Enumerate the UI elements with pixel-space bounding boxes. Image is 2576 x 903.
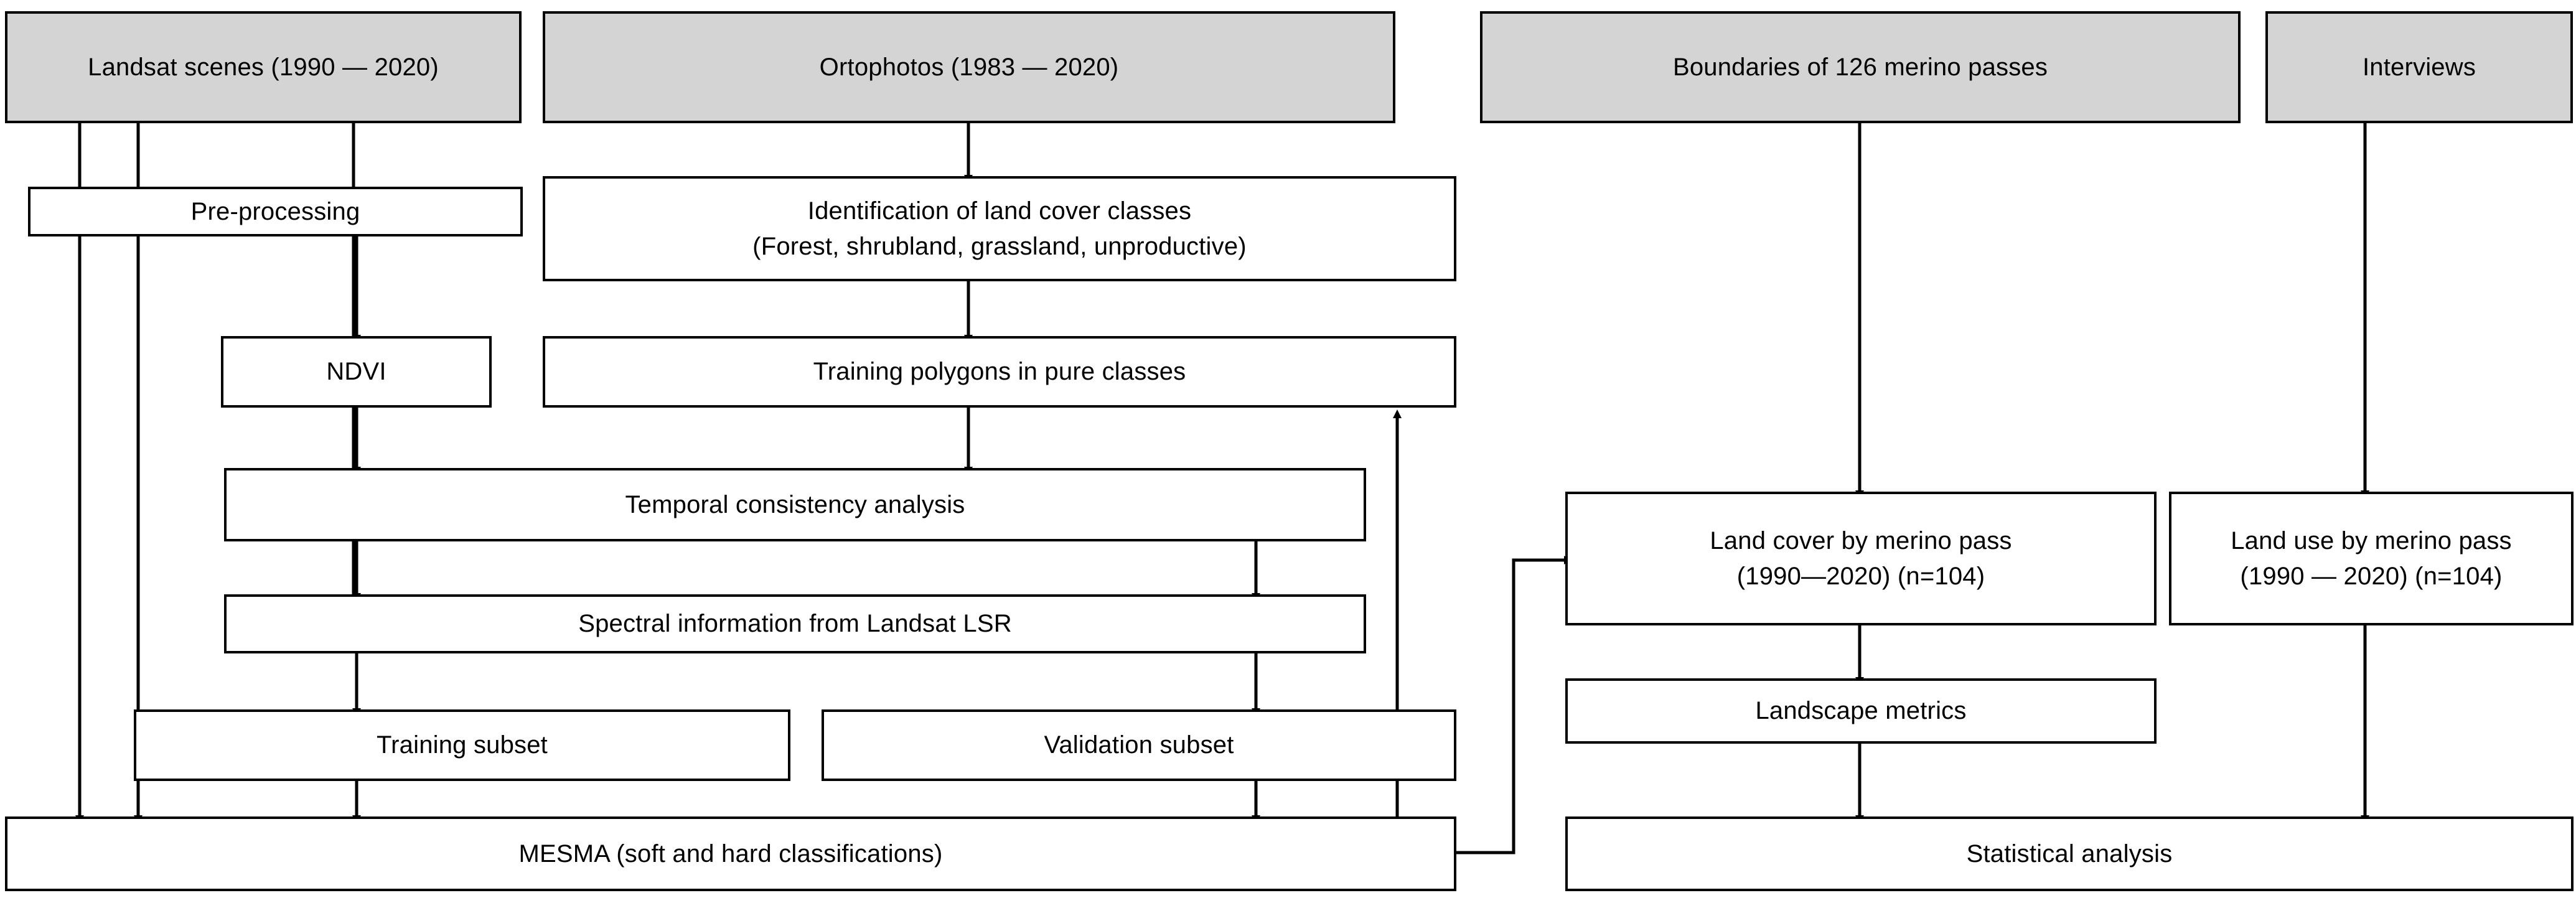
node-boundaries-merino-passes-label: Boundaries of 126 merino passes [1672,53,2048,81]
node-pre-processing-label: Pre-processing [190,197,360,225]
node-land-use-by-merino-pass-label: Land use by merino pass (1990 — 2020) (n… [2231,526,2512,590]
node-statistical-analysis[interactable]: Statistical analysis [1565,816,2574,891]
node-temporal-consistency-analysis-label: Temporal consistency analysis [625,490,965,518]
node-interviews-label: Interviews [2362,53,2476,81]
node-spectral-information-label: Spectral information from Landsat LSR [578,610,1012,638]
node-temporal-consistency-analysis[interactable]: Temporal consistency analysis [224,468,1366,541]
node-mesma-label: MESMA (soft and hard classifications) [518,840,943,868]
node-training-polygons[interactable]: Training polygons in pure classes [543,336,1456,408]
node-pre-processing[interactable]: Pre-processing [28,187,523,236]
node-statistical-analysis-label: Statistical analysis [1966,840,2173,868]
wire-preprocessing-to-spectral [352,236,568,628]
node-landsat-scenes[interactable]: Landsat scenes (1990 — 2020) [5,11,522,123]
node-landscape-metrics[interactable]: Landscape metrics [1565,678,2157,744]
node-spectral-information[interactable]: Spectral information from Landsat LSR [224,594,1366,653]
node-landsat-scenes-label: Landsat scenes (1990 — 2020) [88,53,439,81]
node-validation-subset-label: Validation subset [1044,731,1234,759]
node-identification-land-cover-classes[interactable]: Identification of land cover classes (Fo… [543,176,1456,281]
node-training-subset[interactable]: Training subset [134,709,790,781]
wire-mesma-to-land-cover [1456,556,1573,854]
node-training-subset-label: Training subset [377,731,548,759]
node-land-cover-by-merino-pass[interactable]: Land cover by merino pass (1990—2020) (n… [1565,492,2157,625]
node-validation-subset[interactable]: Validation subset [822,709,1456,781]
node-training-polygons-label: Training polygons in pure classes [813,358,1186,386]
node-boundaries-merino-passes[interactable]: Boundaries of 126 merino passes [1480,11,2241,123]
node-ortophotos-label: Ortophotos (1983 — 2020) [819,53,1119,81]
node-ndvi-label: NDVI [326,358,386,386]
node-ortophotos[interactable]: Ortophotos (1983 — 2020) [543,11,1395,123]
node-identification-land-cover-classes-label: Identification of land cover classes (Fo… [752,197,1247,260]
node-land-cover-by-merino-pass-label: Land cover by merino pass (1990—2020) (n… [1710,526,2012,590]
node-landscape-metrics-label: Landscape metrics [1755,697,1967,725]
node-interviews[interactable]: Interviews [2265,11,2573,123]
node-mesma[interactable]: MESMA (soft and hard classifications) [5,816,1456,891]
node-ndvi[interactable]: NDVI [221,336,492,408]
node-land-use-by-merino-pass[interactable]: Land use by merino pass (1990 — 2020) (n… [2169,492,2574,625]
